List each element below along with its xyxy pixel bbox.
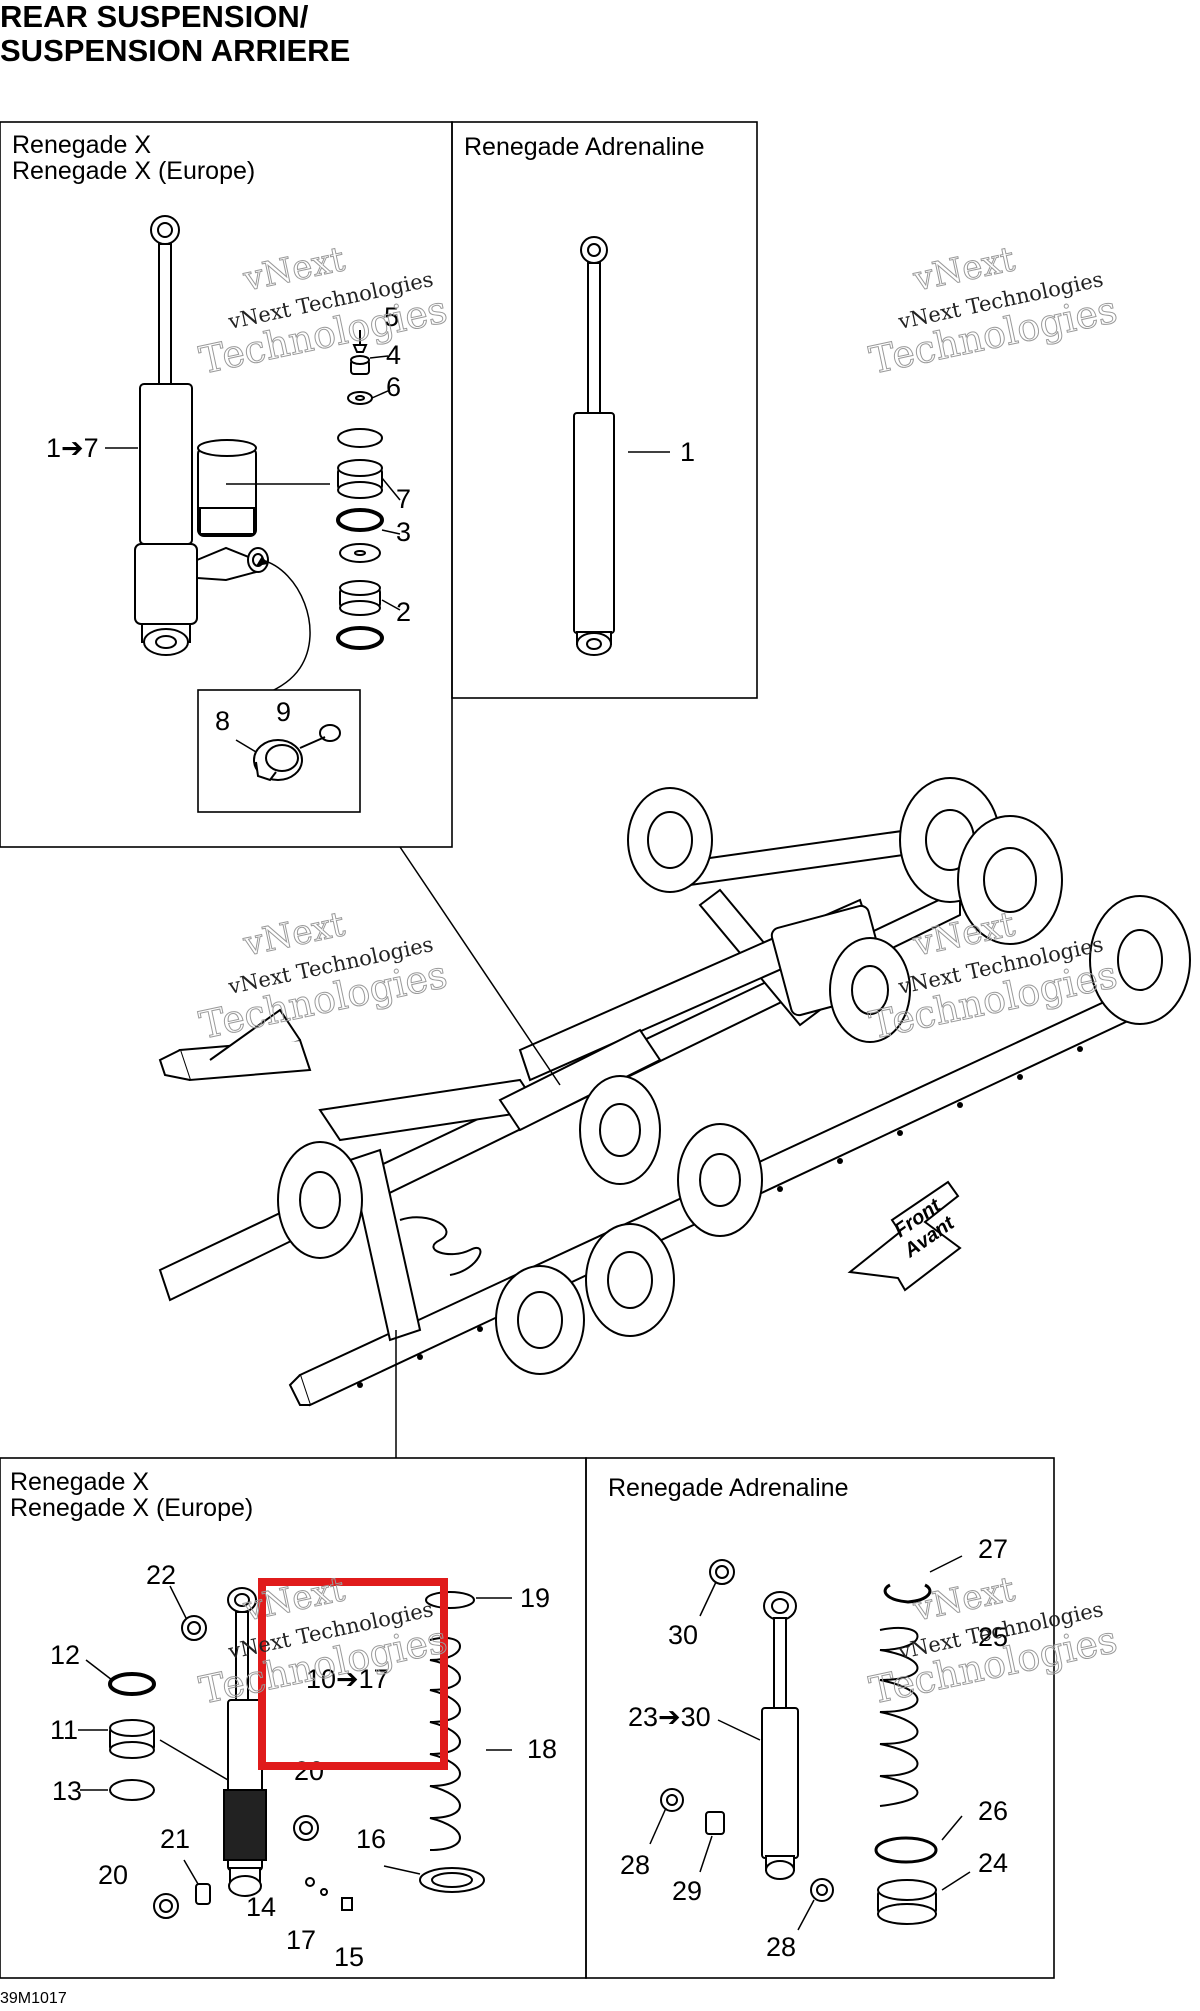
callout-23-to-30: 23➔30	[628, 1702, 711, 1732]
callout-leaders-bottom-right	[649, 1555, 971, 1931]
callout-1-to-7: 1➔7	[46, 433, 99, 463]
panel-top-right-title: Renegade Adrenaline	[464, 133, 704, 161]
callout-16: 16	[356, 1824, 386, 1854]
title-line-english: REAR SUSPENSION/	[0, 0, 309, 34]
diagram-code: 39M1017	[0, 1990, 67, 2007]
adrenaline-coilover-drawing	[660, 1559, 938, 1925]
callout-20-lower: 20	[98, 1860, 128, 1890]
watermark-top-right: vNext vNext Technologies Technologies	[865, 239, 1121, 383]
highlight-box	[258, 1578, 448, 1770]
panel-frames	[0, 121, 1055, 1979]
callout-2: 2	[396, 597, 411, 627]
watermark-bottom-right: vNext vNext Technologies Technologies	[865, 1569, 1121, 1713]
page-title: REAR SUSPENSION/ SUSPENSION ARRIERE	[0, 0, 350, 68]
callout-28-left: 28	[620, 1850, 650, 1880]
callout-22: 22	[146, 1560, 176, 1590]
shock-small-parts-stack	[336, 330, 384, 650]
rear-suspension-assembly-drawing	[158, 777, 1191, 1407]
coilover-shock-drawing	[108, 1587, 485, 1919]
callout-14: 14	[246, 1892, 276, 1922]
shock-absorber-reservoir-drawing	[134, 215, 269, 656]
callout-5: 5	[384, 302, 399, 332]
panel-bottom-left-title: Renegade X	[10, 1468, 149, 1496]
callout-11: 11	[50, 1715, 78, 1745]
callout-leaders-top-left	[105, 355, 401, 753]
callout-6: 6	[386, 372, 401, 402]
callout-7: 7	[396, 484, 411, 514]
callout-1-adrenaline: 1	[680, 437, 695, 467]
title-line-french: SUSPENSION ARRIERE	[0, 33, 351, 68]
panel-bottom-right-frame	[585, 1457, 1055, 1979]
panel-top-right-frame	[451, 121, 758, 699]
panel-top-left-subtitle: Renegade X (Europe)	[12, 157, 255, 185]
callout-15: 15	[334, 1942, 364, 1972]
callout-10-to-17: 10➔17	[306, 1664, 389, 1694]
front-direction-arrow: Front Avant	[847, 1180, 962, 1292]
leader-top-left-panel	[399, 846, 561, 1086]
callout-30-upper: 30	[668, 1620, 698, 1650]
callout-3: 3	[396, 517, 411, 547]
detail-arrow	[261, 559, 311, 695]
callout-4: 4	[386, 340, 401, 370]
callout-21: 21	[160, 1824, 190, 1854]
panel-top-left-title: Renegade X	[12, 131, 151, 159]
callout-25: 25	[978, 1622, 1008, 1652]
panel-bottom-left-subtitle: Renegade X (Europe)	[10, 1494, 253, 1522]
panel-bottom-right-title: Renegade Adrenaline	[608, 1474, 848, 1502]
callout-26: 26	[978, 1796, 1008, 1826]
watermark-middle-left: vNext vNext Technologies Technologies	[195, 904, 451, 1048]
watermark-bottom-left: vNext vNext Technologies Technologies	[195, 1569, 451, 1713]
panel-bottom-left-frame	[0, 1457, 587, 1979]
callout-27: 27	[978, 1534, 1008, 1564]
callout-20-upper: 20	[294, 1756, 324, 1786]
callout-17: 17	[286, 1925, 316, 1955]
callout-13: 13	[52, 1776, 82, 1806]
callout-19: 19	[520, 1583, 550, 1613]
callout-leaders-bottom-left	[78, 1585, 512, 1885]
callout-28-lower: 28	[766, 1932, 796, 1962]
callout-18: 18	[527, 1734, 557, 1764]
callout-8: 8	[215, 706, 230, 736]
callout-12: 12	[50, 1640, 80, 1670]
plain-shock-drawing	[573, 236, 615, 656]
callout-9: 9	[276, 697, 291, 727]
callout-29: 29	[672, 1876, 702, 1906]
callout-24: 24	[978, 1848, 1008, 1878]
adjuster-knob-drawing	[253, 724, 341, 782]
watermark-top-left: vNext vNext Technologies Technologies	[195, 239, 451, 383]
